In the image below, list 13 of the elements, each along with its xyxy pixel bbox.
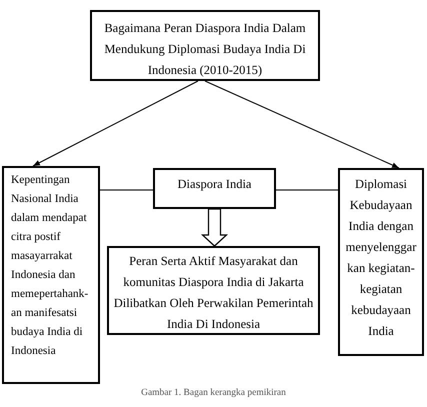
box-text: Diaspora India [176, 176, 252, 193]
box-text: Bagaimana Peran Diaspora India Dalam Mendukung Diplomasi Budaya India Di Indonesia (2010-2015) [103, 20, 307, 79]
box-text: Peran Serta Aktif Masyarakat dan komunitas Diaspora India di Jakarta Dilibatkan Oleh Perwakilan Pemerintah India Di Indonesia [112, 253, 314, 333]
figure-caption: Gambar 1. Bagan kerangka pemikiran [140, 388, 287, 398]
arrow [204, 80, 400, 168]
text-box [153, 168, 276, 209]
text-box [338, 168, 424, 356]
hollow-block-arrow [200, 208, 228, 247]
box-text: Kepentingan Nasional India dalam mendapat citra postif masayarrakat Indonesia dan memepertahank-an manifesatsi budaya India di Indonesia [11, 173, 90, 359]
arrow [32, 80, 198, 166]
text-box [2, 166, 100, 384]
box-text: Diplomasi Kebudayaan India dengan menyelenggar kan kegiatan-kegiatan kebudayaan India [344, 176, 418, 340]
text-box [90, 10, 320, 81]
